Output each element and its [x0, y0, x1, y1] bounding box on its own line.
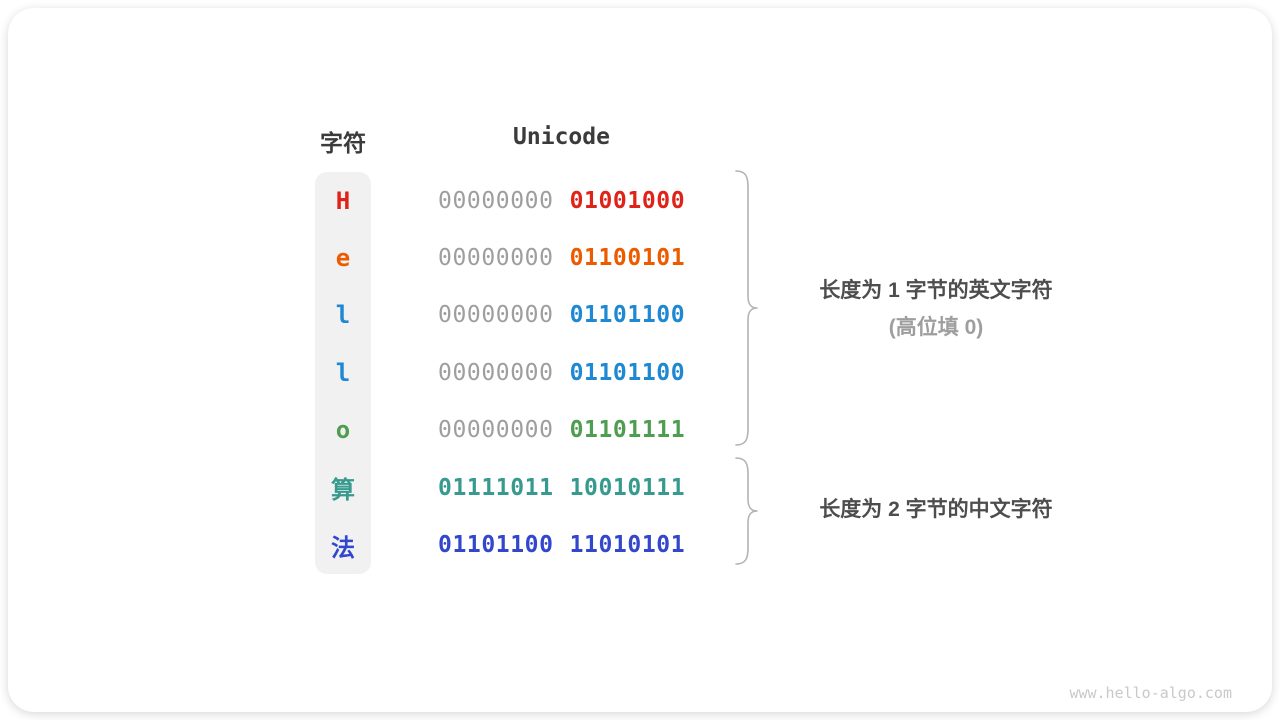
encoding-row: 法 01101100 11010101 [315, 516, 715, 573]
watermark-url: www.hello-algo.com [1069, 684, 1232, 702]
unicode-byte-low: 01001000 [569, 187, 686, 214]
character-cell: e [335, 244, 351, 273]
unicode-bytes: 00000000 01101100 [438, 360, 685, 386]
unicode-bytes: 00000000 01001000 [438, 188, 685, 214]
brace-english-group [735, 170, 758, 446]
unicode-byte-high: 01111011 [438, 474, 554, 501]
unicode-byte-low: 01101111 [569, 417, 686, 444]
unicode-bytes: 00000000 01100101 [438, 245, 685, 271]
diagram-card: 字符 Unicode H 00000000 01001000 e 0000000… [8, 8, 1272, 712]
unicode-byte-low: 01101100 [569, 302, 686, 329]
unicode-byte-low: 01100101 [569, 245, 686, 272]
annotation-chinese-chars: 长度为 2 字节的中文字符 [766, 495, 1106, 525]
annotation-chinese-line1: 长度为 2 字节的中文字符 [819, 498, 1053, 521]
unicode-byte-high: 00000000 [438, 245, 554, 272]
character-cell: l [335, 358, 351, 387]
character-cell: l [335, 301, 351, 330]
rows-container: H 00000000 01001000 e 00000000 01100101 … [315, 172, 715, 574]
character-cell: H [335, 186, 351, 215]
annotation-english-line1: 长度为 1 字节的英文字符 [819, 279, 1053, 302]
encoding-row: H 00000000 01001000 [315, 172, 715, 229]
character-cell: 算 [331, 476, 355, 505]
unicode-byte-high: 00000000 [438, 187, 554, 214]
column-header-character: 字符 [320, 130, 366, 156]
encoding-row: l 00000000 01101100 [315, 344, 715, 401]
unicode-byte-high: 00000000 [438, 302, 554, 329]
column-header-unicode: Unicode [513, 124, 610, 150]
unicode-byte-low: 01101100 [569, 359, 686, 386]
unicode-byte-low: 10010111 [569, 474, 686, 501]
annotation-english-chars: 长度为 1 字节的英文字符 (高位填 0) [766, 272, 1106, 346]
character-column-band [315, 172, 371, 574]
encoding-row: o 00000000 01101111 [315, 402, 715, 459]
unicode-bytes: 00000000 01101111 [438, 417, 685, 443]
encoding-row: 算 01111011 10010111 [315, 459, 715, 516]
unicode-bytes: 00000000 01101100 [438, 302, 685, 328]
encoding-row: e 00000000 01100101 [315, 229, 715, 286]
unicode-bytes: 01111011 10010111 [438, 475, 685, 501]
encoding-row: l 00000000 01101100 [315, 287, 715, 344]
character-cell: o [335, 416, 351, 445]
character-cell: 法 [331, 533, 355, 562]
unicode-byte-high: 00000000 [438, 417, 554, 444]
brace-chinese-group [735, 457, 758, 565]
unicode-bytes: 01101100 11010101 [438, 532, 685, 558]
unicode-byte-low: 11010101 [569, 532, 686, 559]
annotation-english-line2: (高位填 0) [888, 316, 984, 339]
unicode-byte-high: 00000000 [438, 359, 554, 386]
unicode-byte-high: 01101100 [438, 532, 554, 559]
